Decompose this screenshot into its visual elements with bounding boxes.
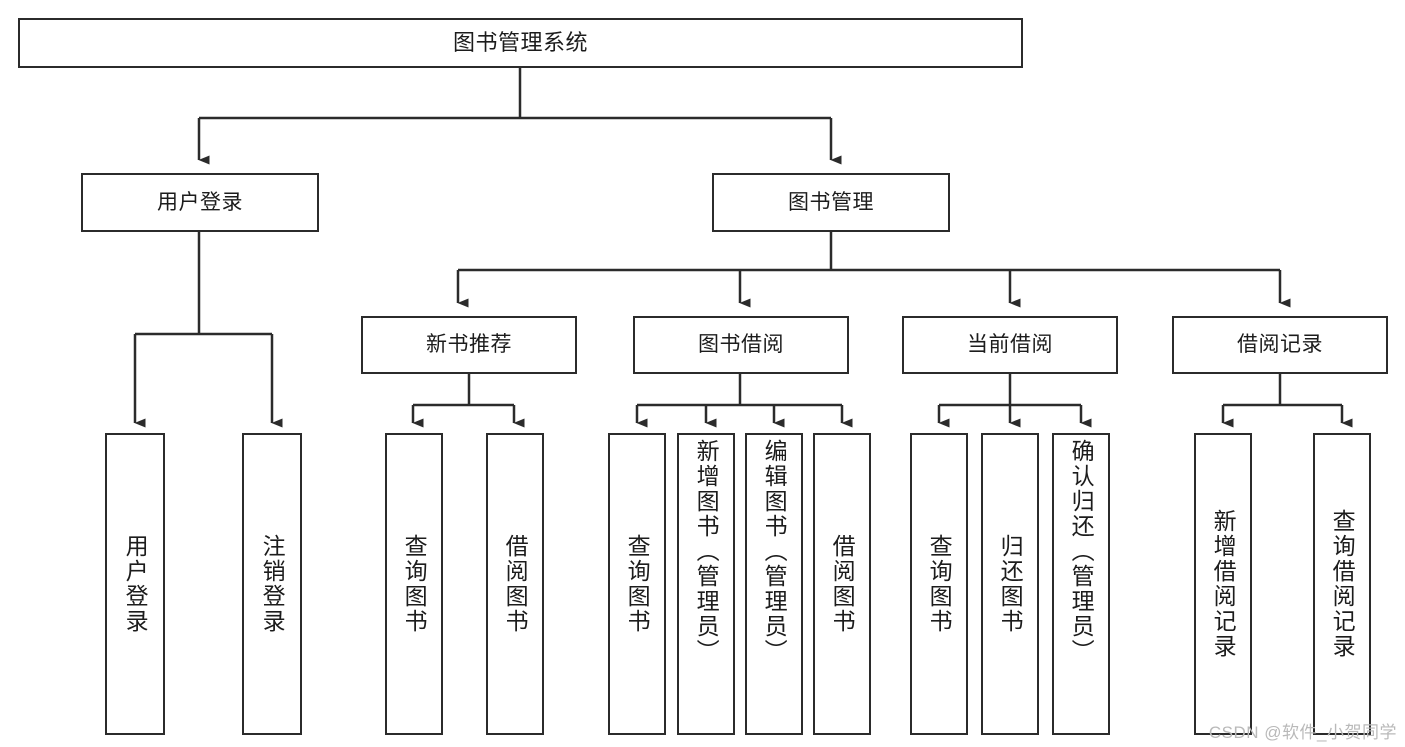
leaf-label: 注销登录 [259,534,286,634]
node-borrow-record[interactable]: 借阅记录 [1172,316,1388,374]
leaf-label: 新增借阅记录 [1210,509,1237,659]
leaf-label: 查询图书 [926,534,953,634]
leaf-label: 新增图书（管理员） [693,439,720,664]
node-book-borrow[interactable]: 图书借阅 [633,316,849,374]
leaf-current-confirm-return-admin[interactable]: 确认归还（管理员） [1052,433,1110,735]
leaf-newbook-borrow-book[interactable]: 借阅图书 [486,433,544,735]
node-root[interactable]: 图书管理系统 [18,18,1023,68]
leaf-label: 编辑图书（管理员） [761,439,788,664]
leaf-label: 借阅图书 [502,534,529,634]
node-book-management[interactable]: 图书管理 [712,173,950,232]
leaf-borrow-borrow-book[interactable]: 借阅图书 [813,433,871,735]
leaf-borrow-query-book[interactable]: 查询图书 [608,433,666,735]
leaf-label: 查询图书 [624,534,651,634]
leaf-current-return-book[interactable]: 归还图书 [981,433,1039,735]
leaf-label: 归还图书 [997,534,1024,634]
leaf-record-query-record[interactable]: 查询借阅记录 [1313,433,1371,735]
leaf-record-add-record[interactable]: 新增借阅记录 [1194,433,1252,735]
leaf-user-login-do[interactable]: 用户登录 [105,433,165,735]
leaf-user-logout[interactable]: 注销登录 [242,433,302,735]
node-user-login[interactable]: 用户登录 [81,173,319,232]
leaf-newbook-query-book[interactable]: 查询图书 [385,433,443,735]
leaf-label: 查询图书 [401,534,428,634]
leaf-label: 用户登录 [122,534,149,634]
leaf-label: 确认归还（管理员） [1068,439,1095,664]
leaf-label: 借阅图书 [829,534,856,634]
node-new-book-recommend[interactable]: 新书推荐 [361,316,577,374]
leaf-borrow-add-book-admin[interactable]: 新增图书（管理员） [677,433,735,735]
leaf-borrow-edit-book-admin[interactable]: 编辑图书（管理员） [745,433,803,735]
leaf-current-query-book[interactable]: 查询图书 [910,433,968,735]
leaf-label: 查询借阅记录 [1329,509,1356,659]
node-current-borrow[interactable]: 当前借阅 [902,316,1118,374]
watermark-text: CSDN @软件_小贺同学 [1208,723,1397,742]
